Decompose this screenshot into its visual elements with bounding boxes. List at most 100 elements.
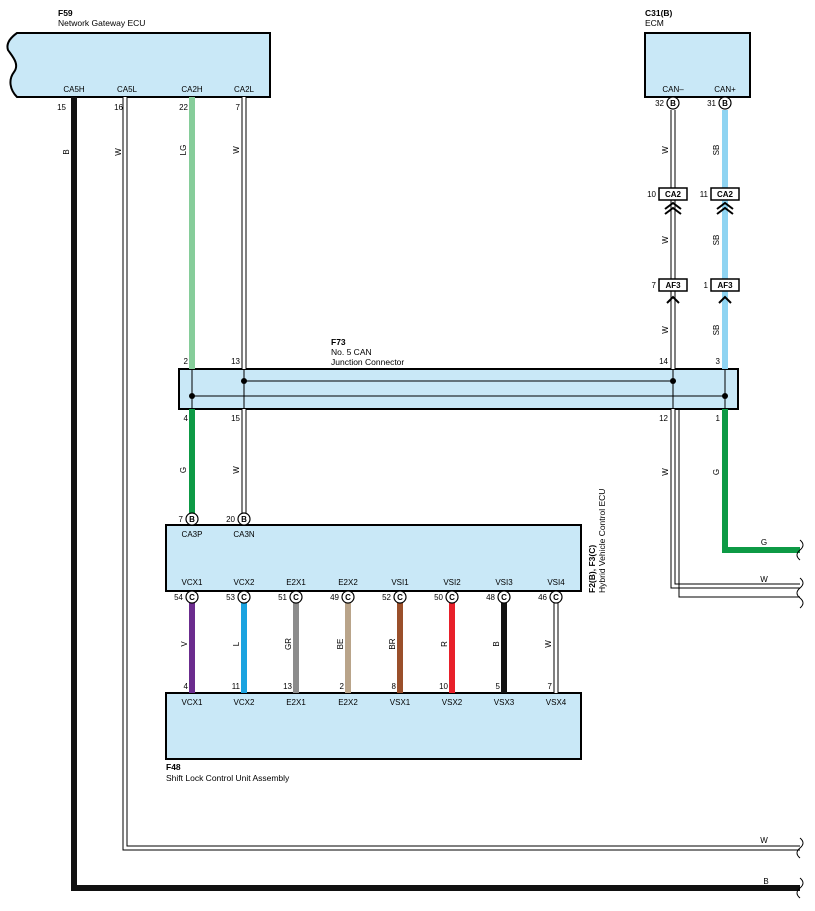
wire-ca5h-black (71, 97, 800, 891)
f48-pin-number: 10 (439, 682, 448, 691)
f73-pin-4: 4 (184, 414, 189, 423)
hv-bottom-pin-badge-text: C (241, 593, 247, 602)
ca2-connector-box (710, 187, 740, 201)
hv-top-pinnum-20: 20 (226, 515, 235, 524)
hv-bottom-pin-number: 49 (330, 593, 339, 602)
wire-ca3p-g (189, 409, 195, 513)
hv-bottom-pin-number: 48 (486, 593, 495, 602)
hv-bottom-pin-badge (185, 590, 199, 604)
f59-pin-ca2l: CA2L (234, 85, 255, 94)
hv-bottom-pin-number: 50 (434, 593, 443, 602)
junction-dot (189, 393, 195, 399)
shift-wire-color-label: B (492, 641, 501, 646)
ca2-connector-label: CA2 (717, 190, 734, 199)
f59-pinnum-16: 16 (114, 103, 123, 112)
ecm-pinnum-32: 32 (655, 99, 664, 108)
ecm-box (644, 32, 751, 98)
af3-pin-7: 7 (652, 281, 657, 290)
hv-bottom-pin-number: 52 (382, 593, 391, 602)
f48-pin-label: VSX3 (494, 698, 515, 707)
f48-box (165, 692, 582, 760)
af3-connector-box (710, 278, 740, 292)
ca2-connector-box (658, 187, 688, 201)
ecm-pin-can-plus: CAN+ (714, 85, 736, 94)
f48-code: F48 (166, 762, 181, 772)
hv-ecu-code: F2(B), F3(C) (587, 545, 597, 593)
f73-pin-1: 1 (716, 414, 721, 423)
f59-box (6, 32, 271, 98)
ecm-pin-badge-text: B (722, 99, 728, 108)
hv-bottom-pin-badge-text: C (553, 593, 559, 602)
hv-bottom-pin-label: E2X1 (286, 578, 306, 587)
hv-bottom-pin-badge (289, 590, 303, 604)
f48-pin-number: 7 (548, 682, 553, 691)
hv-ecu-box (165, 524, 582, 592)
hv-bottom-pin-badge-text: C (189, 593, 195, 602)
wire-label-g-junction: G (712, 469, 721, 475)
af3-connector-label: AF3 (717, 281, 733, 290)
shift-wire-color-label: L (232, 641, 241, 646)
wire-ca2h-lg (189, 97, 195, 369)
f59-pinnum-15: 15 (57, 103, 66, 112)
ecm-pin-badge (718, 96, 732, 110)
wire-ca5l-white-inner (123, 97, 800, 850)
f48-name: Shift Lock Control Unit Assembly (166, 773, 290, 783)
f48-pin-label: VSX4 (546, 698, 567, 707)
af3-chevron-icon (718, 295, 732, 304)
hv-pin-ca3n: CA3N (233, 530, 255, 539)
break-symbol (796, 577, 804, 609)
wire-junction-w-out-inner (671, 409, 800, 588)
f48-pin-number: 5 (496, 682, 501, 691)
wire-label-w-ecm-1: W (661, 146, 670, 154)
f73-name-line2: Junction Connector (331, 357, 404, 367)
f59-pin-ca5h: CA5H (63, 85, 85, 94)
af3-pin-1: 1 (704, 281, 709, 290)
wire-label-lg: LG (179, 145, 188, 156)
hv-bottom-pin-badge (549, 590, 563, 604)
wire-label-w-ecm-2: W (661, 236, 670, 244)
shift-wire-color-label: BE (336, 639, 345, 650)
f59-pin-ca5l: CA5L (117, 85, 138, 94)
hv-bottom-pin-badge (393, 590, 407, 604)
junction-dot (722, 393, 728, 399)
hv-top-pin-badge (237, 512, 251, 526)
hv-bottom-pin-number: 46 (538, 593, 547, 602)
ca2-connector-label: CA2 (665, 190, 682, 199)
shift-wire-color-label: GR (284, 638, 293, 650)
wire-label-sb-ecm-1: SB (712, 145, 721, 156)
f73-code: F73 (331, 337, 346, 347)
wire-junction-w-out2-outer (678, 409, 800, 598)
hv-bottom-pin-label: VCX1 (182, 578, 203, 587)
hv-bottom-pin-badge-text: C (449, 593, 455, 602)
wire-label-w-ca5l: W (114, 148, 123, 156)
junction-dot (241, 378, 247, 384)
hv-bottom-pin-label: VSI3 (495, 578, 513, 587)
f73-pin-14: 14 (659, 357, 668, 366)
junction-dot (670, 378, 676, 384)
hv-bottom-pin-number: 51 (278, 593, 287, 602)
f48-pin-number: 2 (340, 682, 345, 691)
hv-top-pin-badge (185, 512, 199, 526)
f73-box (178, 368, 739, 410)
hv-bottom-pin-number: 54 (174, 593, 183, 602)
hv-bottom-pin-label: E2X2 (338, 578, 358, 587)
wire-label-g-hv: G (179, 467, 188, 473)
f73-pin-3: 3 (716, 357, 721, 366)
f59-pinnum-7: 7 (236, 103, 241, 112)
wire-label-sb-ecm-2: SB (712, 235, 721, 246)
wire-label-b-left: B (62, 149, 71, 154)
hv-top-pinnum-7: 7 (179, 515, 184, 524)
wire-label-w-bottom: W (760, 836, 768, 845)
break-symbol (796, 877, 804, 899)
wire-label-w-right: W (760, 575, 768, 584)
ecm-code: C31(B) (645, 8, 673, 18)
wire-label-g-right: G (761, 538, 767, 547)
wire-label-sb-ecm-3: SB (712, 325, 721, 336)
ca2-pin-11: 11 (700, 190, 709, 199)
f59-code: F59 (58, 8, 73, 18)
hv-bottom-pin-badge (445, 590, 459, 604)
break-symbol (796, 539, 804, 561)
f48-pin-label: VSX2 (442, 698, 463, 707)
hv-bottom-pin-badge-text: C (293, 593, 299, 602)
